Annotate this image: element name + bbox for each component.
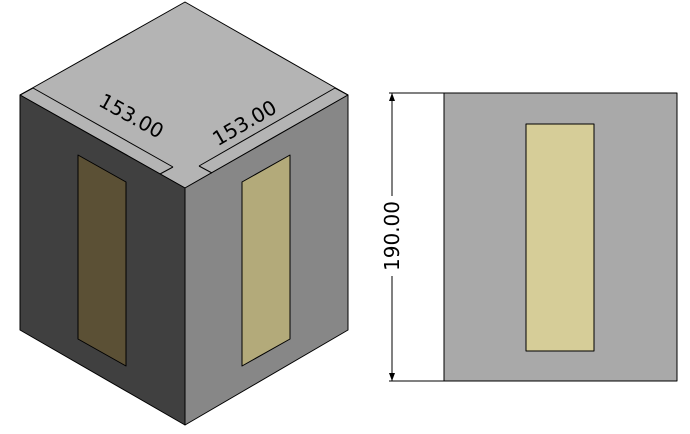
front-view: 190.00 — [380, 92, 678, 382]
extension-line-right-bottom — [198, 165, 213, 174]
extension-line-right-top — [334, 87, 349, 96]
isometric-view: 153.00 153.00 — [19, 1, 349, 426]
arrowhead-top — [389, 93, 395, 101]
right-window — [241, 154, 291, 367]
dimension-line-width-1 — [32, 87, 174, 168]
front-window — [525, 123, 595, 352]
left-window — [77, 154, 127, 367]
arrowhead-bottom — [389, 373, 395, 381]
extension-line-left-bottom — [159, 166, 174, 175]
extension-line-left-top — [19, 87, 34, 96]
dimension-label-height: 190.00 — [380, 201, 404, 271]
dimension-line-width-2 — [198, 87, 336, 167]
dimension-label-height-bg — [382, 196, 402, 276]
